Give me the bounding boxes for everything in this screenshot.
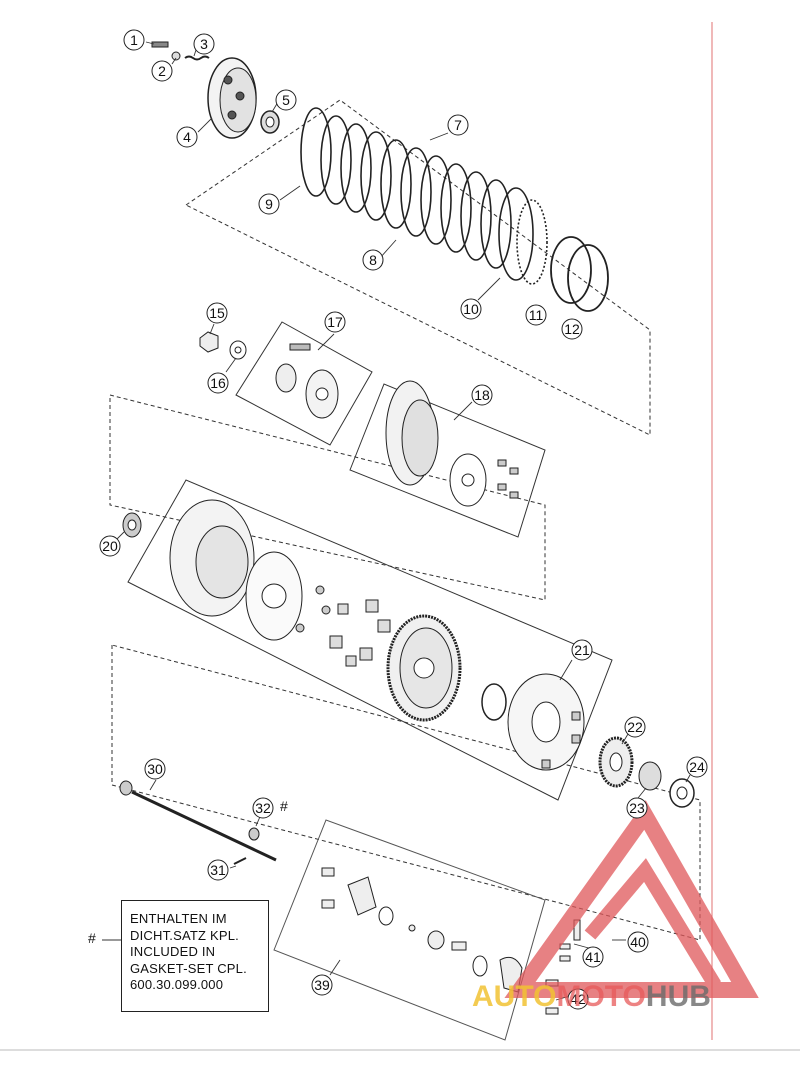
release-mechanism <box>321 867 581 1015</box>
push-rod <box>119 780 277 865</box>
callout-42: 42 <box>567 988 589 1010</box>
pressure-plate-assembly <box>151 41 280 139</box>
svg-text:23: 23 <box>629 800 645 816</box>
svg-text:7: 7 <box>454 117 462 133</box>
callout-labels: 1 2 3 4 5 7 8 9 10 11 12 15 16 17 18 20 … <box>99 29 708 1010</box>
svg-text:15: 15 <box>209 305 225 321</box>
group-17-outline <box>235 321 373 446</box>
svg-text:24: 24 <box>689 759 705 775</box>
note-marker: # <box>88 930 96 946</box>
release-bearing-assembly <box>275 343 339 419</box>
svg-text:22: 22 <box>627 719 643 735</box>
group-39-outline <box>273 819 546 1041</box>
callout-41: 41 <box>582 946 604 968</box>
svg-text:20: 20 <box>102 538 118 554</box>
callout-23: 23 <box>626 797 648 819</box>
group-18-outline <box>349 383 546 538</box>
svg-text:4: 4 <box>183 129 191 145</box>
clutch-basket <box>122 499 391 667</box>
callout-8: 8 <box>362 249 384 271</box>
inner-clutch-hub <box>385 380 519 507</box>
callout-18: 18 <box>471 384 493 406</box>
note-line: GASKET-SET CPL. <box>130 960 247 976</box>
callout-39: 39 <box>311 974 333 996</box>
note-line: INCLUDED IN <box>130 944 216 959</box>
callout-24: 24 <box>686 756 708 778</box>
callout-15: 15 <box>206 302 228 324</box>
svg-text:16: 16 <box>210 375 226 391</box>
callout-20: 20 <box>99 535 121 557</box>
callout-30: 30 <box>144 758 166 780</box>
wire-rings <box>550 236 609 312</box>
svg-text:31: 31 <box>210 862 226 878</box>
callout-11: 11 <box>525 304 547 326</box>
svg-text:12: 12 <box>564 321 580 337</box>
svg-text:11: 11 <box>529 307 544 323</box>
svg-text:8: 8 <box>369 252 377 268</box>
watermark-logo <box>504 800 759 998</box>
clutch-plate-stack <box>300 107 548 285</box>
svg-text:40: 40 <box>630 934 646 950</box>
svg-text:30: 30 <box>147 761 163 777</box>
svg-text:18: 18 <box>474 387 490 403</box>
svg-text:3: 3 <box>200 36 208 52</box>
watermark-part-1: AUTO <box>472 980 557 1013</box>
svg-text:17: 17 <box>327 314 343 330</box>
callout-40: 40 <box>627 931 649 953</box>
callout-4: 4 <box>176 126 198 148</box>
svg-text:41: 41 <box>585 949 601 965</box>
svg-text:32: 32 <box>255 800 271 816</box>
basket-group-outline <box>109 394 546 601</box>
callout-5: 5 <box>275 89 297 111</box>
callout-17: 17 <box>324 311 346 333</box>
callout-22: 22 <box>624 716 646 738</box>
hub-nut-and-washer <box>199 331 247 360</box>
note-line: ENTHALTEN IM <box>130 911 227 926</box>
svg-text:21: 21 <box>574 642 590 658</box>
gear-22-needle-bearing-23-washer-24 <box>598 736 695 808</box>
clutch-plates-group-outline <box>185 99 651 436</box>
callout-12: 12 <box>561 318 583 340</box>
watermark-part-3: HUB <box>645 980 711 1013</box>
note-line: DICHT.SATZ KPL. <box>130 927 239 943</box>
callout-3: 3 <box>193 33 215 55</box>
svg-text:39: 39 <box>314 977 330 993</box>
gasket-set-note: ENTHALTEN IM DICHT.SATZ KPL. INCLUDED IN… <box>121 900 269 1012</box>
callout-10: 10 <box>460 298 482 320</box>
callout-31: 31 <box>207 859 229 881</box>
callout-9: 9 <box>258 193 280 215</box>
pushrod-group-outline <box>111 644 701 941</box>
note-line: 600.30.099.000 <box>130 977 224 992</box>
callout-21: 21 <box>571 639 593 661</box>
callout-7: 7 <box>447 114 469 136</box>
svg-text:9: 9 <box>265 196 273 212</box>
svg-text:42: 42 <box>570 991 586 1007</box>
svg-text:5: 5 <box>282 92 290 108</box>
svg-text:10: 10 <box>463 301 479 317</box>
watermark-part-2: MOTO <box>556 980 646 1013</box>
callout-32: 32 <box>252 797 274 819</box>
svg-text:1: 1 <box>130 32 138 48</box>
primary-gear <box>386 614 585 771</box>
callout-16: 16 <box>207 372 229 394</box>
callout-1: 1 <box>123 29 145 51</box>
part-32-marker: # <box>280 798 288 814</box>
watermark-text: AUTOMOTOHUB <box>472 980 711 1014</box>
group-21-outline <box>127 479 613 801</box>
callout-2: 2 <box>151 60 173 82</box>
svg-text:2: 2 <box>158 63 166 79</box>
